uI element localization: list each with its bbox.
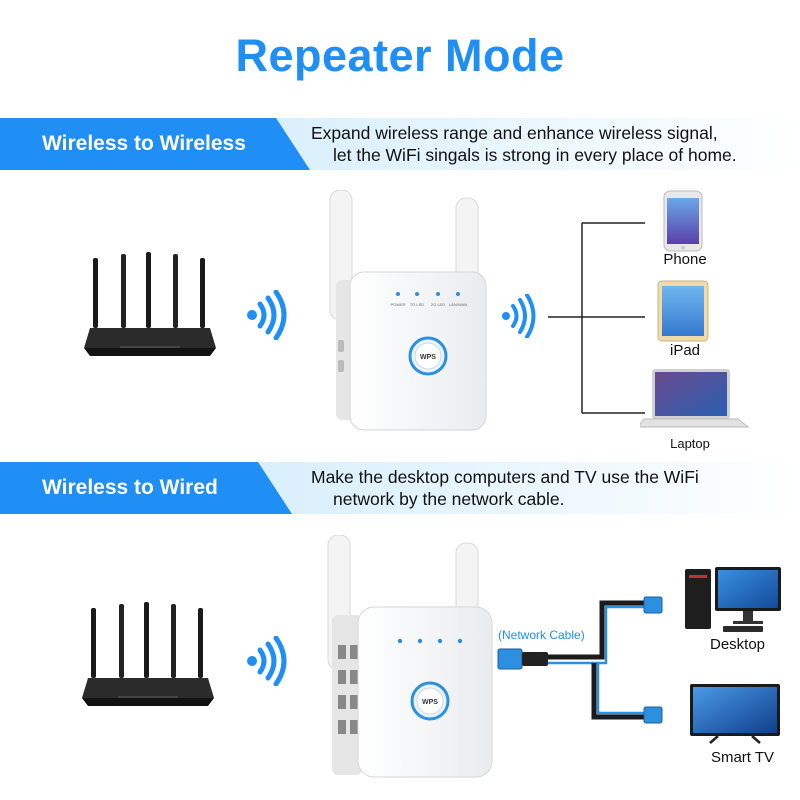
description-line-2: let the WiFi singals is strong in every … [333, 145, 737, 165]
wps-button-label: WPS [420, 354, 436, 361]
page-title: Repeater Mode [235, 30, 565, 81]
desktop-computer-icon [685, 567, 781, 632]
repeater-device: WPS [327, 535, 493, 778]
wifi-signal-icon [247, 290, 287, 340]
description-line-1: Expand wireless range and enhance wirele… [311, 123, 718, 143]
section-band-wireless: Wireless to Wireless Expand wireless ran… [0, 118, 800, 170]
connection-lines [548, 222, 645, 414]
tablet-icon [657, 280, 709, 342]
router-icon [82, 602, 214, 706]
device-label-ipad: iPad [669, 342, 701, 359]
led-label: POWER [390, 302, 405, 307]
section-label-wireless-to-wireless: Wireless to Wireless [0, 118, 310, 170]
led-label: LAN/WAN [449, 302, 467, 307]
device-label-smart-tv: Smart TV [710, 749, 775, 766]
device-label-desktop: Desktop [709, 636, 766, 653]
led-label: 2G LED [431, 302, 445, 307]
repeater-device: POWER TO LED 2G LED LAN/WAN WPS [329, 190, 487, 431]
network-cable [497, 596, 663, 724]
network-cable-label: (Network Cable) [498, 628, 585, 642]
router-icon [84, 252, 216, 356]
description-line-1: Make the desktop computers and TV use th… [311, 467, 699, 487]
device-label-laptop: Laptop [670, 436, 710, 451]
laptop-icon [640, 369, 750, 428]
phone-icon [663, 190, 703, 252]
wifi-signal-icon [247, 636, 287, 686]
smart-tv-icon [690, 684, 780, 744]
wifi-signal-icon [502, 294, 536, 338]
device-label-phone: Phone [663, 251, 707, 268]
section-label-wireless-to-wired: Wireless to Wired [0, 462, 292, 514]
wps-button-label: WPS [422, 699, 438, 706]
section-band-wired: Wireless to Wired Make the desktop compu… [0, 462, 800, 514]
description-line-2: network by the network cable. [333, 489, 565, 509]
section-description-wired: Make the desktop computers and TV use th… [311, 466, 699, 510]
led-label: TO LED [410, 302, 424, 307]
section-description-wireless: Expand wireless range and enhance wirele… [311, 122, 737, 166]
